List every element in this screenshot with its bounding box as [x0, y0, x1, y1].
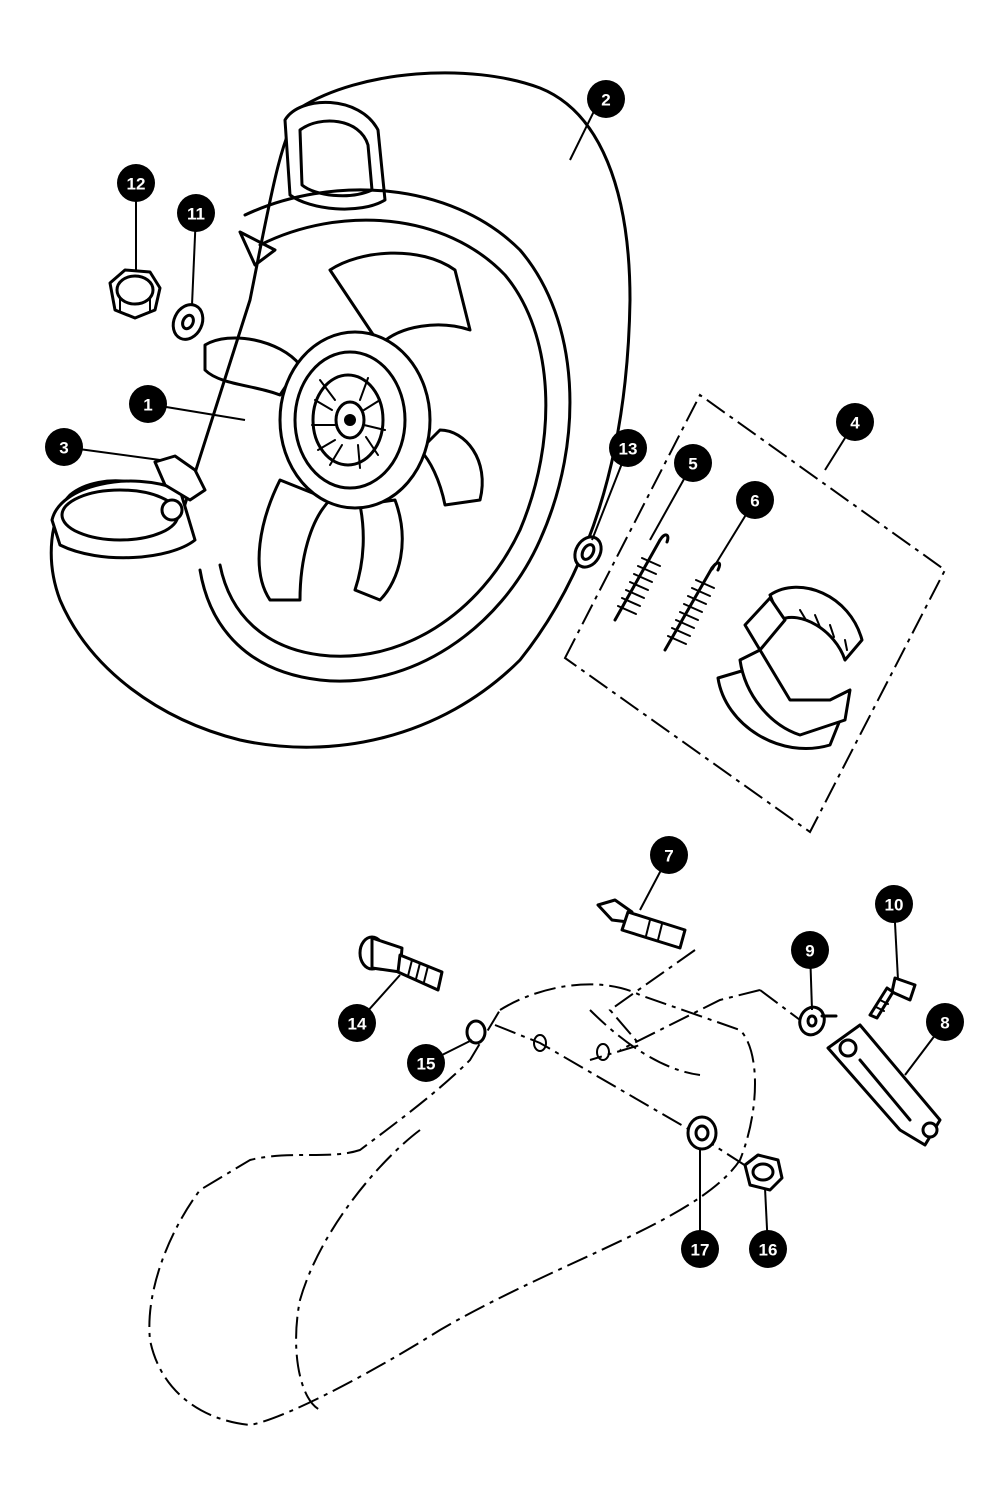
callout-label: 13: [619, 440, 638, 459]
valve-stem-3: [153, 454, 207, 522]
callout-15: 15: [407, 1044, 445, 1082]
callout-4: 4: [836, 403, 874, 441]
bolt-7: [596, 898, 687, 950]
spring-5: [613, 533, 670, 622]
callout-label: 12: [127, 175, 146, 194]
brake-kit-box: [563, 393, 947, 834]
callout-label: 1: [143, 396, 152, 415]
callout-label: 5: [688, 455, 697, 474]
rear-wheel-assembly: [49, 71, 632, 749]
callout-7: 7: [650, 836, 688, 874]
callout-5: 5: [674, 444, 712, 482]
callout-label: 3: [59, 439, 68, 458]
tire-section-bottom: [50, 479, 197, 560]
callout-label: 7: [664, 847, 673, 866]
brake-shoes: [716, 585, 864, 751]
callout-label: 8: [940, 1014, 949, 1033]
callout-11: 11: [177, 194, 215, 232]
washer-9: [798, 1005, 838, 1037]
callout-10: 10: [875, 885, 913, 923]
callout-label: 15: [417, 1055, 436, 1074]
callout-17: 17: [681, 1230, 719, 1268]
brake-arm-8: [826, 1023, 942, 1147]
callout-label: 16: [759, 1241, 778, 1260]
callout-label: 6: [750, 492, 759, 511]
bolt-10: [868, 976, 917, 1020]
nut-16: [743, 1153, 784, 1192]
callout-12: 12: [117, 164, 155, 202]
tire-section-top: [283, 100, 387, 211]
callout-13: 13: [609, 429, 647, 467]
callout-label: 11: [187, 205, 205, 224]
callout-9: 9: [791, 931, 829, 969]
callout-label: 2: [601, 91, 610, 110]
callout-16: 16: [749, 1230, 787, 1268]
callout-label: 10: [885, 896, 904, 915]
callout-label: 9: [805, 942, 814, 961]
callout-label: 17: [691, 1241, 710, 1260]
washer-17: [686, 1115, 718, 1151]
o-ring-15: [465, 1019, 487, 1045]
callout-1: 1: [129, 385, 167, 423]
callout-2: 2: [587, 80, 625, 118]
callout-14: 14: [338, 1004, 376, 1042]
stud-bolt-14: [358, 935, 444, 992]
o-ring-13: [573, 535, 603, 569]
transmission-cover: [148, 983, 756, 1427]
callout-3: 3: [45, 428, 83, 466]
callout-label: 4: [850, 414, 860, 433]
washer-11: [171, 303, 205, 341]
callout-6: 6: [736, 481, 774, 519]
axle-nut-12: [108, 268, 162, 320]
callout-8: 8: [926, 1003, 964, 1041]
spring-6: [663, 561, 722, 652]
callout-label: 14: [348, 1015, 367, 1034]
